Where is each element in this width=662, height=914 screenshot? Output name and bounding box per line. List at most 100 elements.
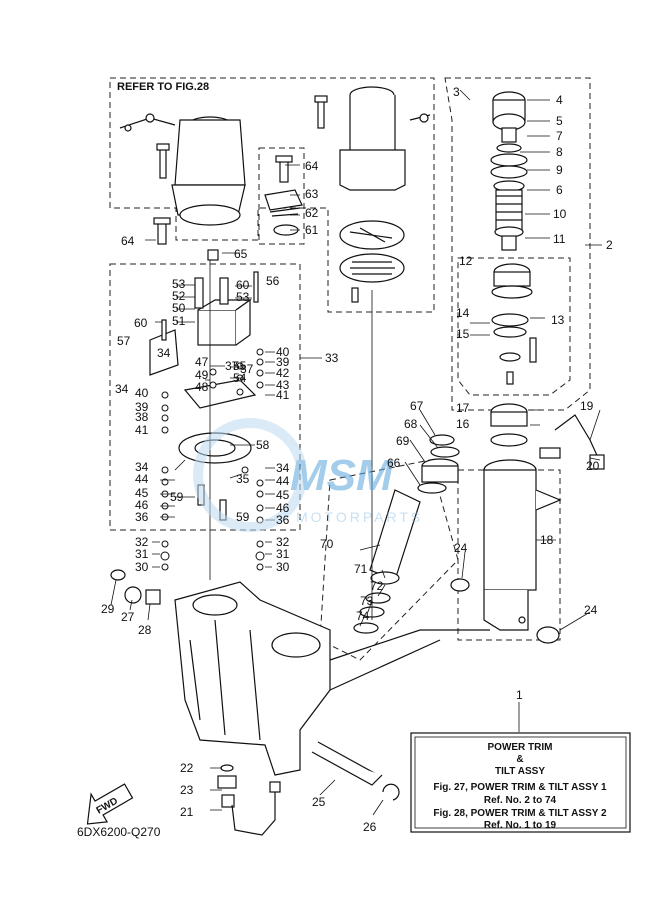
info-line-3: Fig. 28, POWER TRIM & TILT ASSY 2 xyxy=(433,808,607,819)
callout-16: 16 xyxy=(456,417,470,431)
callout-55: 55 xyxy=(233,359,247,373)
callout-52: 52 xyxy=(172,289,186,303)
watermark: MSM MOTORPARTS xyxy=(193,418,423,532)
left-fittings xyxy=(110,569,161,605)
callout-12: 12 xyxy=(459,254,473,268)
callout-18: 18 xyxy=(540,533,554,547)
callout-25: 25 xyxy=(312,795,326,809)
callout-58: 58 xyxy=(256,438,270,452)
callout-59: 59 xyxy=(236,510,250,524)
callout-10: 10 xyxy=(553,207,567,221)
callout-33: 33 xyxy=(325,351,339,365)
callout-37: 37 xyxy=(240,362,254,376)
callout-28: 28 xyxy=(138,623,152,637)
refer-label: REFER TO FIG.28 xyxy=(117,81,209,93)
tilt-cylinder-group-box xyxy=(444,77,591,411)
callout-34: 34 xyxy=(115,382,129,396)
callout-50: 50 xyxy=(172,301,186,315)
callout-1: 1 xyxy=(516,688,523,702)
callout-38: 38 xyxy=(135,410,149,424)
fwd-arrow: FWD xyxy=(86,783,134,825)
cylinder-cap-parts xyxy=(490,91,537,447)
callout-36: 36 xyxy=(276,513,290,527)
callout-26: 26 xyxy=(363,820,377,834)
info-title-1: POWER TRIM xyxy=(488,742,553,753)
callout-41: 41 xyxy=(135,423,149,437)
trim-motor-left xyxy=(119,113,246,226)
callout-61: 61 xyxy=(305,223,319,237)
callout-65: 65 xyxy=(234,247,248,261)
valve-body-group-box xyxy=(109,263,301,531)
callout-67: 67 xyxy=(410,399,424,413)
callout-32: 32 xyxy=(276,535,290,549)
callout-45: 45 xyxy=(276,488,290,502)
callout-73: 73 xyxy=(360,594,374,608)
trim-rod-group xyxy=(353,434,460,634)
callout-30: 30 xyxy=(276,560,290,574)
callout-34: 34 xyxy=(135,460,149,474)
callout-59: 59 xyxy=(170,490,184,504)
callout-35: 35 xyxy=(236,472,250,486)
callout-30: 30 xyxy=(135,560,149,574)
callout-24: 24 xyxy=(584,603,598,617)
callout-74: 74 xyxy=(356,609,370,623)
callout-42: 42 xyxy=(276,366,290,380)
callout-66: 66 xyxy=(387,456,401,470)
callout-29: 29 xyxy=(101,602,115,616)
callout-47: 47 xyxy=(195,355,209,369)
info-box: POWER TRIM & TILT ASSY Fig. 27, POWER TR… xyxy=(410,732,631,833)
callout-40: 40 xyxy=(135,386,149,400)
callout-72: 72 xyxy=(370,579,384,593)
callout-31: 31 xyxy=(135,547,149,561)
callout-17: 17 xyxy=(456,401,470,415)
callout-3: 3 xyxy=(453,85,460,99)
trim-motor-center xyxy=(314,86,431,303)
callout-70: 70 xyxy=(320,537,334,551)
callout-31: 31 xyxy=(276,547,290,561)
reference-parts-box xyxy=(258,147,305,245)
info-line-1: Fig. 27, POWER TRIM & TILT ASSY 1 xyxy=(433,782,607,793)
callout-53: 53 xyxy=(172,277,186,291)
callout-4: 4 xyxy=(556,93,563,107)
callout-71: 71 xyxy=(354,562,368,576)
callout-44: 44 xyxy=(276,474,290,488)
callout-39: 39 xyxy=(276,355,290,369)
leader-lines xyxy=(110,89,602,816)
callout-41: 41 xyxy=(276,388,290,402)
info-title-2: & xyxy=(516,754,523,765)
callout-24: 24 xyxy=(454,541,468,555)
callout-54: 54 xyxy=(233,371,247,385)
callout-2: 2 xyxy=(606,238,613,252)
callout-48: 48 xyxy=(195,380,209,394)
fwd-arrow-icon xyxy=(86,783,134,825)
callout-40: 40 xyxy=(276,345,290,359)
callout-64: 64 xyxy=(305,159,319,173)
callout-21: 21 xyxy=(180,805,194,819)
callout-20: 20 xyxy=(586,459,600,473)
callout-34: 34 xyxy=(276,461,290,475)
callout-34: 34 xyxy=(157,346,171,360)
info-line-4: Ref. No. 1 to 19 xyxy=(484,820,557,831)
callout-63: 63 xyxy=(305,187,319,201)
callout-27: 27 xyxy=(121,610,135,624)
callout-8: 8 xyxy=(556,145,563,159)
callout-14: 14 xyxy=(456,306,470,320)
info-line-2: Ref. No. 2 to 74 xyxy=(484,795,557,806)
callout-23: 23 xyxy=(180,783,194,797)
callout-37: 37 xyxy=(225,359,239,373)
callout-7: 7 xyxy=(556,129,563,143)
callout-68: 68 xyxy=(404,417,418,431)
callout-62: 62 xyxy=(305,206,319,220)
callout-9: 9 xyxy=(556,163,563,177)
watermark-subtitle: MOTORPARTS xyxy=(296,509,423,525)
callout-32: 32 xyxy=(135,535,149,549)
callout-39: 39 xyxy=(135,400,149,414)
callout-19: 19 xyxy=(580,399,594,413)
info-title-3: TILT ASSY xyxy=(495,766,545,777)
callout-60: 60 xyxy=(236,278,250,292)
callout-64: 64 xyxy=(121,234,135,248)
callout-5: 5 xyxy=(556,114,563,128)
piston-subgroup-box xyxy=(457,257,571,396)
